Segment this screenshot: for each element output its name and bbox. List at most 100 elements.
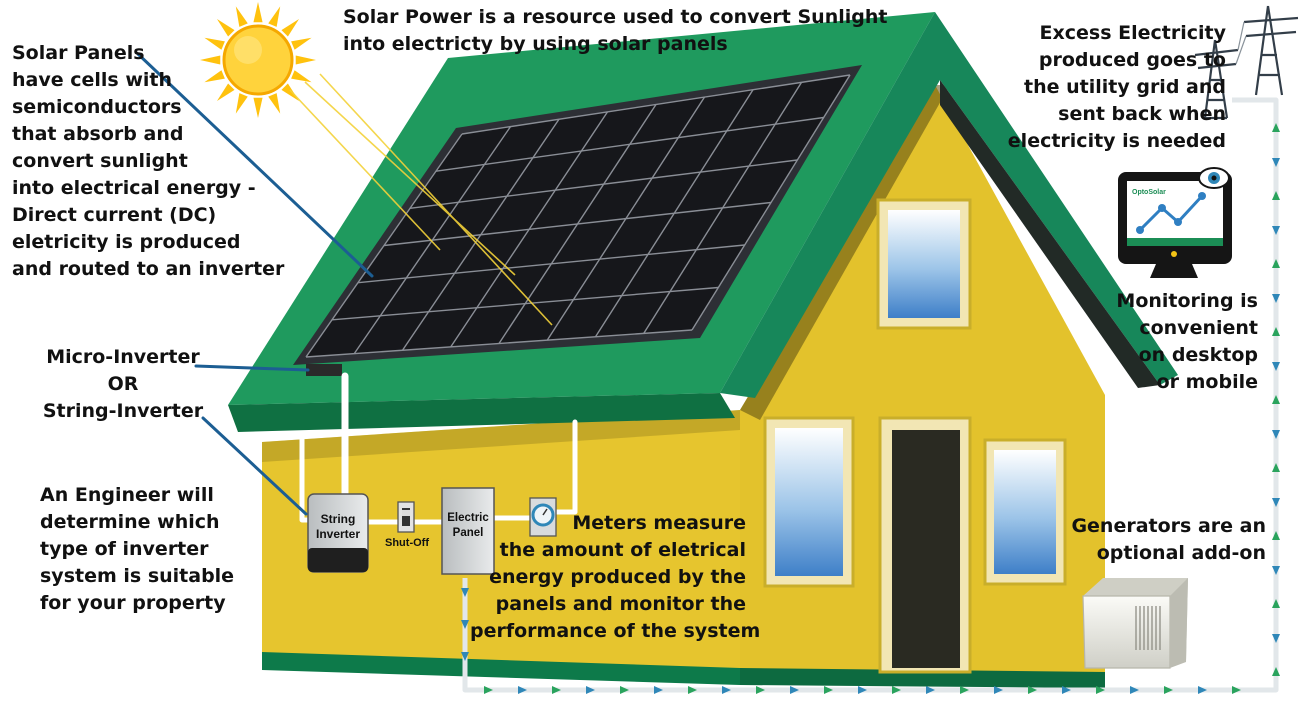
monitor-logo-text: OptoSolar [1132,189,1166,196]
flow-arrow [1028,686,1037,694]
flow-arrow [790,686,799,694]
panel-grid-line [305,329,693,358]
flow-arrow [654,686,663,694]
flow-arrow [1272,294,1280,303]
caption-solar-panels-line: Solar Panels [12,42,145,64]
monitoring-display-icon: OptoSolar [1118,167,1232,278]
panel-grid-line [461,74,851,135]
flow-arrow [688,686,697,694]
caption-inverter-types: Micro-Inverter OR String-Inverter [40,344,206,425]
caption-meters-line: panels and monitor the [495,593,746,615]
flow-arrow [960,686,969,694]
flow-arrow [858,686,867,694]
flow-arrow [1272,395,1280,404]
caption-engineer: An Engineer will determine which type of… [40,482,234,617]
flow-arrow [461,652,469,661]
sun-ray [200,55,221,65]
caption-solar-panels-line: and routed to an inverter [12,258,285,280]
panel-grid-line [331,286,719,321]
sun-ray [281,83,300,102]
flow-arrow [461,588,469,597]
caption-generators-line: optional add-on [1096,542,1266,564]
caption-excess-line: Excess Electricity [1039,22,1226,44]
electric-panel: Electric Panel [441,487,495,575]
flow-arrow [1272,430,1280,439]
caption-excess-line: electricity is needed [1007,130,1226,152]
pointer-string-inverter [201,416,308,516]
flow-arrow [1272,498,1280,507]
flow-arrow [1096,686,1105,694]
sun-ray [291,37,312,50]
sun-ray [235,6,248,27]
window-upper [876,198,972,330]
string-inverter-label-2: Inverter [316,527,360,541]
sun-ray [268,6,281,27]
house-base-trim [262,652,740,685]
caption-engineer-line: determine which [40,511,220,533]
flow-arrow [461,620,469,629]
flow-arrow [1272,531,1280,540]
house [228,12,1178,688]
micro-inverter-box [306,364,342,376]
caption-generators: Generators are an optional add-on [1068,513,1266,567]
flow-arrow [1272,634,1280,643]
sun-ray [204,37,225,50]
roof-gable-edge [720,12,1178,398]
flow-arrow [722,686,731,694]
caption-excess-line: sent back when [1058,103,1226,125]
flow-arrow [1062,686,1071,694]
house-front-wall [262,410,740,670]
caption-meters: Meters measure the amount of eletrical e… [470,510,760,645]
flow-arrow [1272,463,1280,472]
flow-arrow [1272,327,1280,336]
caption-inverter-line: Micro-Inverter [46,346,200,368]
caption-excess-line: produced goes to [1038,49,1226,71]
caption-excess-electricity: Excess Electricity produced goes to the … [944,20,1226,155]
sun-ray [268,93,281,114]
pointer-micro-inverter [194,364,310,372]
sun-icon [200,2,316,118]
solar-panel-array [293,65,862,365]
caption-solar-panels-line: convert sunlight [12,150,188,172]
sun-ray [281,18,300,37]
sun-ray [295,55,316,65]
utility-meter-icon [529,497,557,537]
panel-grid-line [357,244,745,284]
sun-ray [235,93,248,114]
caption-solar-power-line: Solar Power is a resource used to conver… [343,6,888,28]
caption-generators-line: Generators are an [1071,515,1266,537]
caption-solar-panels-line: Direct current (DC) [12,204,217,226]
flow-arrow [1272,599,1280,608]
flow-arrow [892,686,901,694]
flow-arrow [1198,686,1207,694]
pointer-lines [136,52,374,516]
sun-ray [291,70,312,83]
electric-panel-label-2: Panel [453,527,484,539]
sunlight-beams [289,73,553,326]
caption-inverter-line: OR [107,373,139,395]
flow-arrow [994,686,1003,694]
caption-solar-power-line: into electricty by using solar panels [343,33,728,55]
caption-monitoring-line: or mobile [1156,371,1258,393]
panel-grid-line [409,159,798,210]
caption-solar-power: Solar Power is a resource used to conver… [343,4,887,58]
pointer-solar-panels [136,52,374,278]
flow-arrow [1272,191,1280,200]
flow-arrow [1164,686,1173,694]
electric-panel-label-1: Electric [447,512,489,524]
flow-arrow [620,686,629,694]
sun-ray [253,2,263,23]
grid-wiring [461,97,1280,694]
flow-arrow [518,686,527,694]
flow-arrow [586,686,595,694]
flow-arrow [926,686,935,694]
caption-monitoring-line: on desktop [1138,344,1258,366]
flow-arrow [824,686,833,694]
caption-solar-panels-line: into electrical energy - [12,177,256,199]
caption-monitoring: Monitoring is convenient on desktop or m… [1090,288,1258,396]
flow-arrow [484,686,493,694]
sun-ray [216,83,235,102]
caption-meters-line: the amount of eletrical [499,539,746,561]
caption-solar-panels-line: that absorb and [12,123,184,145]
